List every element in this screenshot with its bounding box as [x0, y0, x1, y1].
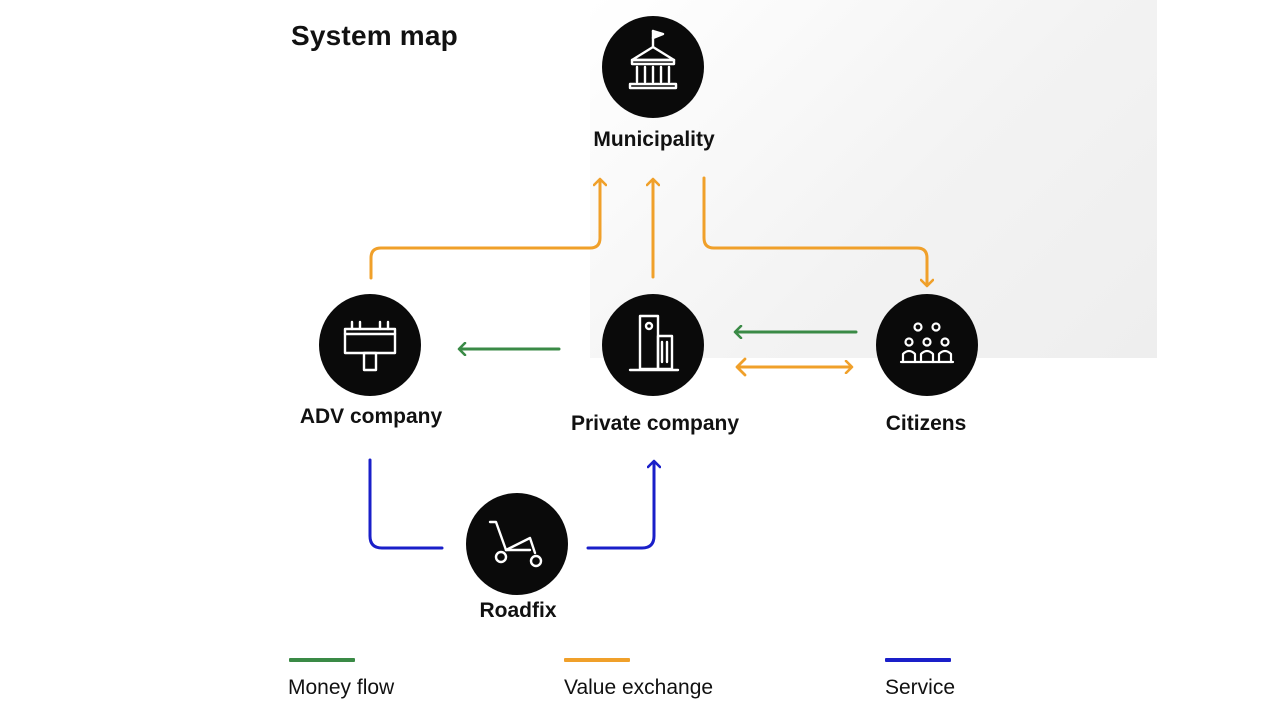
road-repair-cart-icon: [488, 520, 543, 568]
legend-swatch-service: [885, 658, 951, 662]
node-label-municipality: Municipality: [593, 128, 715, 151]
office-building-icon: [628, 314, 680, 372]
node-citizens: [876, 294, 978, 396]
legend-swatch-money: [289, 658, 355, 662]
people-group-icon: [899, 322, 955, 364]
legend-swatch-value: [564, 658, 630, 662]
edge-municipality-to-citizens: [702, 176, 927, 285]
node-label-adv-company: ADV company: [299, 405, 443, 428]
node-label-citizens: Citizens: [885, 412, 967, 435]
edge-private-citizens-value-head-left: [735, 357, 747, 377]
billboard-icon: [343, 320, 397, 372]
node-roadfix: [466, 493, 568, 595]
legend-label-value: Value exchange: [564, 676, 714, 699]
legend-label-service: Service: [885, 676, 956, 699]
node-adv-company: [319, 294, 421, 396]
edge-roadfix-to-private: [586, 462, 654, 550]
edge-adv-to-roadfix: [368, 458, 444, 550]
node-private-company: [602, 294, 704, 396]
legend-label-money: Money flow: [288, 676, 395, 699]
node-label-private-company: Private company: [570, 412, 740, 435]
node-label-roadfix: Roadfix: [479, 599, 557, 622]
node-municipality: [602, 16, 704, 118]
town-hall-icon: [628, 29, 678, 90]
edge-adv-to-municipality: [369, 180, 600, 280]
page-title: System map: [291, 20, 458, 51]
